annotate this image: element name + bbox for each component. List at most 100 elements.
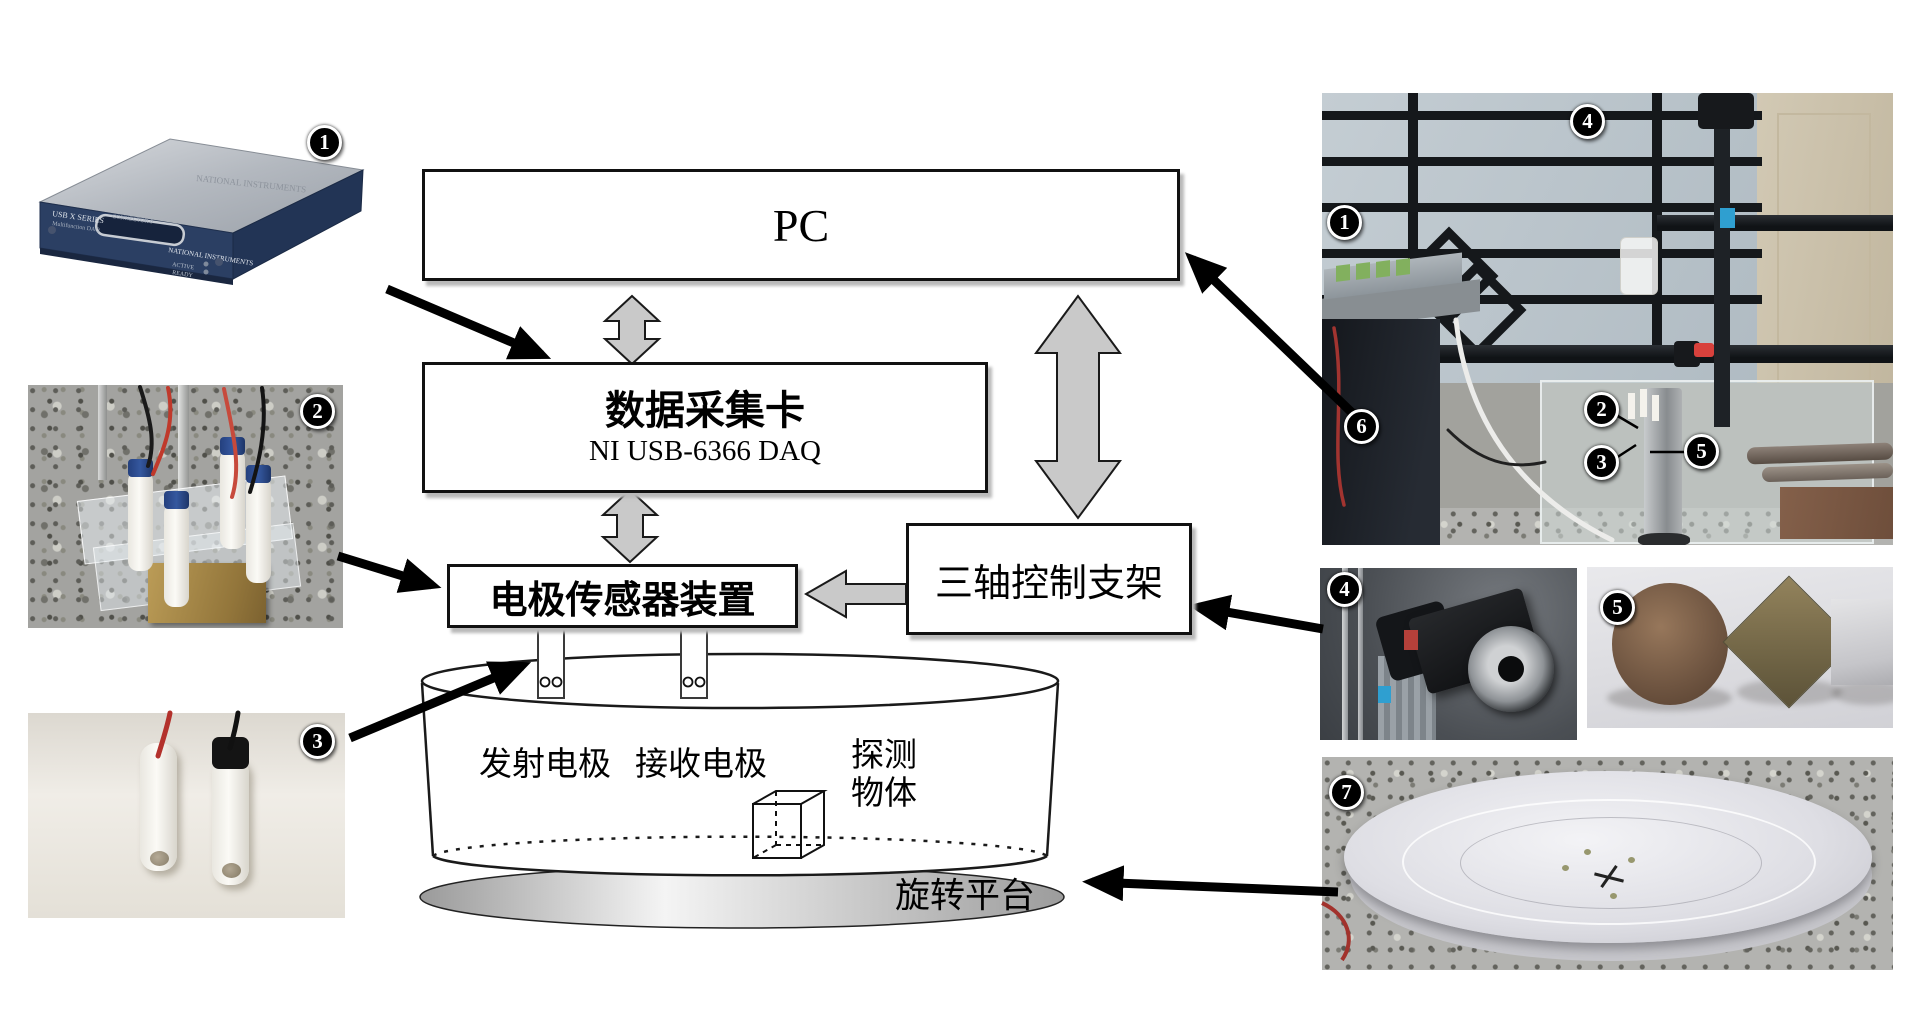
badge-rig-target: 5 <box>1684 434 1719 469</box>
pc-tower <box>1322 319 1440 545</box>
green-terminal <box>1376 260 1390 278</box>
object-shadow <box>1832 681 1893 705</box>
badge-rig-pc: 6 <box>1344 409 1379 444</box>
red-label <box>1404 630 1418 650</box>
arrow-daq-sensor <box>600 488 660 564</box>
electrode-probe <box>128 471 153 571</box>
steel-rod <box>1342 568 1348 740</box>
photo-rotating-platter <box>1322 757 1893 970</box>
gantry-box-label: 三轴控制支架 <box>934 562 1163 605</box>
sensor-box-label: 电极传感器装置 <box>489 579 756 622</box>
platter-ring <box>1402 799 1816 925</box>
badge-platter-photo: 7 <box>1329 775 1364 810</box>
probe-metal-tip <box>222 863 241 878</box>
green-terminal <box>1356 262 1370 280</box>
probe-cap <box>220 437 245 455</box>
tank-top-rim <box>420 652 1060 710</box>
green-terminal <box>1396 258 1410 276</box>
window-grille-bar <box>1322 203 1762 212</box>
platter-dot <box>1610 893 1617 899</box>
badge-rig-sensor: 2 <box>1584 392 1619 427</box>
arrow-photo3-to-tank <box>348 661 532 743</box>
red-marker <box>1694 343 1714 357</box>
electrode-holders <box>537 615 708 699</box>
electrode-probe <box>164 503 189 607</box>
badge-rig-gantry: 4 <box>1570 104 1605 139</box>
platter-dot <box>1584 849 1591 855</box>
rotating-platform-label: 旋转平台 <box>894 876 1036 916</box>
photo-electrode-array <box>28 385 343 628</box>
probe-cap <box>164 491 189 509</box>
tank-leg <box>1644 388 1682 540</box>
probe-cap <box>128 459 153 477</box>
window-grille-bar <box>1322 295 1762 304</box>
gantry-rail-y <box>1657 215 1893 231</box>
badge-rig-daq: 1 <box>1327 205 1362 240</box>
probe-in-tank <box>1640 389 1647 417</box>
probe-cap <box>246 465 271 483</box>
device-series-sub-text: Multifunction DAQ <box>52 220 101 234</box>
device-series-text: USB X SERIES <box>52 209 105 225</box>
tank-foot <box>1638 533 1690 545</box>
arrow-gantry-sensor <box>803 569 907 619</box>
photo-electrode-pair <box>28 713 345 918</box>
badge-objects-photo: 5 <box>1600 590 1635 625</box>
arrow-photo1-to-daq <box>385 284 552 360</box>
electrode-probe <box>246 477 271 583</box>
window-grille-bar <box>1322 111 1762 120</box>
gantry-box: 三轴控制支架 <box>906 523 1192 635</box>
gantry-rail-z <box>1714 97 1730 427</box>
badge-electrode-pair: 3 <box>300 724 335 759</box>
probe-black-cap <box>212 737 249 769</box>
window-frame-bar <box>1408 93 1418 345</box>
blue-clamp <box>1378 686 1391 703</box>
tank-bottom-dotted-edge <box>432 835 1048 857</box>
pc-box: PC <box>422 169 1180 281</box>
arrow-pc-gantry <box>1034 294 1122 520</box>
z-axis-motor <box>1698 93 1754 129</box>
steel-rod <box>98 385 107 480</box>
badge-rig-probe: 3 <box>1584 445 1619 480</box>
platter-ring <box>1460 817 1762 909</box>
transmit-electrode-label: 发射电极 <box>479 747 611 783</box>
platter-dot <box>1628 857 1635 863</box>
motor-shaft <box>1498 656 1524 682</box>
daq-box-title: 数据采集卡 <box>605 387 805 433</box>
arrow-motor-to-gantry <box>1188 594 1324 634</box>
blue-clamp <box>1720 208 1735 228</box>
sensor-box: 电极传感器装置 <box>447 564 798 628</box>
receive-electrode-label: 接收电极 <box>635 747 767 783</box>
electrode-probe <box>140 743 177 871</box>
steel-rod <box>1358 568 1363 740</box>
pc-box-label: PC <box>772 199 830 251</box>
daq-box: 数据采集卡 NI USB-6366 DAQ <box>422 362 988 493</box>
window-grille-bar <box>1322 249 1762 258</box>
platter-dot <box>1562 865 1569 871</box>
probe-in-tank <box>1652 395 1659 421</box>
tank-wall-left <box>420 682 435 857</box>
ni-usb-device-illustration: USB X SERIES Multifunction DAQ CONNECTOR… <box>38 138 365 285</box>
tank-wall-right <box>1045 682 1060 857</box>
window-grille-bar <box>1322 157 1762 166</box>
brown-tiles <box>1780 487 1893 539</box>
probe-metal-tip <box>150 851 169 866</box>
green-terminal <box>1336 264 1350 282</box>
device-top-logo: NATIONAL INSTRUMENTS <box>196 173 307 194</box>
badge-motor-photo: 4 <box>1327 572 1362 607</box>
daq-box-subtitle: NI USB-6366 DAQ <box>589 434 821 467</box>
device-brand-text: NATIONAL INSTRUMENTS <box>168 246 254 267</box>
arrow-photo2-to-sensor <box>336 551 442 593</box>
target-cube <box>752 790 828 859</box>
arrow-platter-to-platform <box>1082 865 1339 902</box>
badge-electrode-array: 2 <box>300 394 335 429</box>
probe-in-tank <box>1628 393 1635 419</box>
aluminum-block <box>1831 599 1893 685</box>
device-led-active-label: ACTIVE <box>172 262 195 271</box>
badge-daq-device: 1 <box>307 125 342 160</box>
device-led-ready-label: READY <box>172 270 194 279</box>
photo-rotation-motor <box>1320 568 1577 740</box>
photo-target-objects <box>1587 567 1893 728</box>
electrode-probe <box>220 449 245 549</box>
target-object-label-line2: 物体 <box>851 776 917 812</box>
